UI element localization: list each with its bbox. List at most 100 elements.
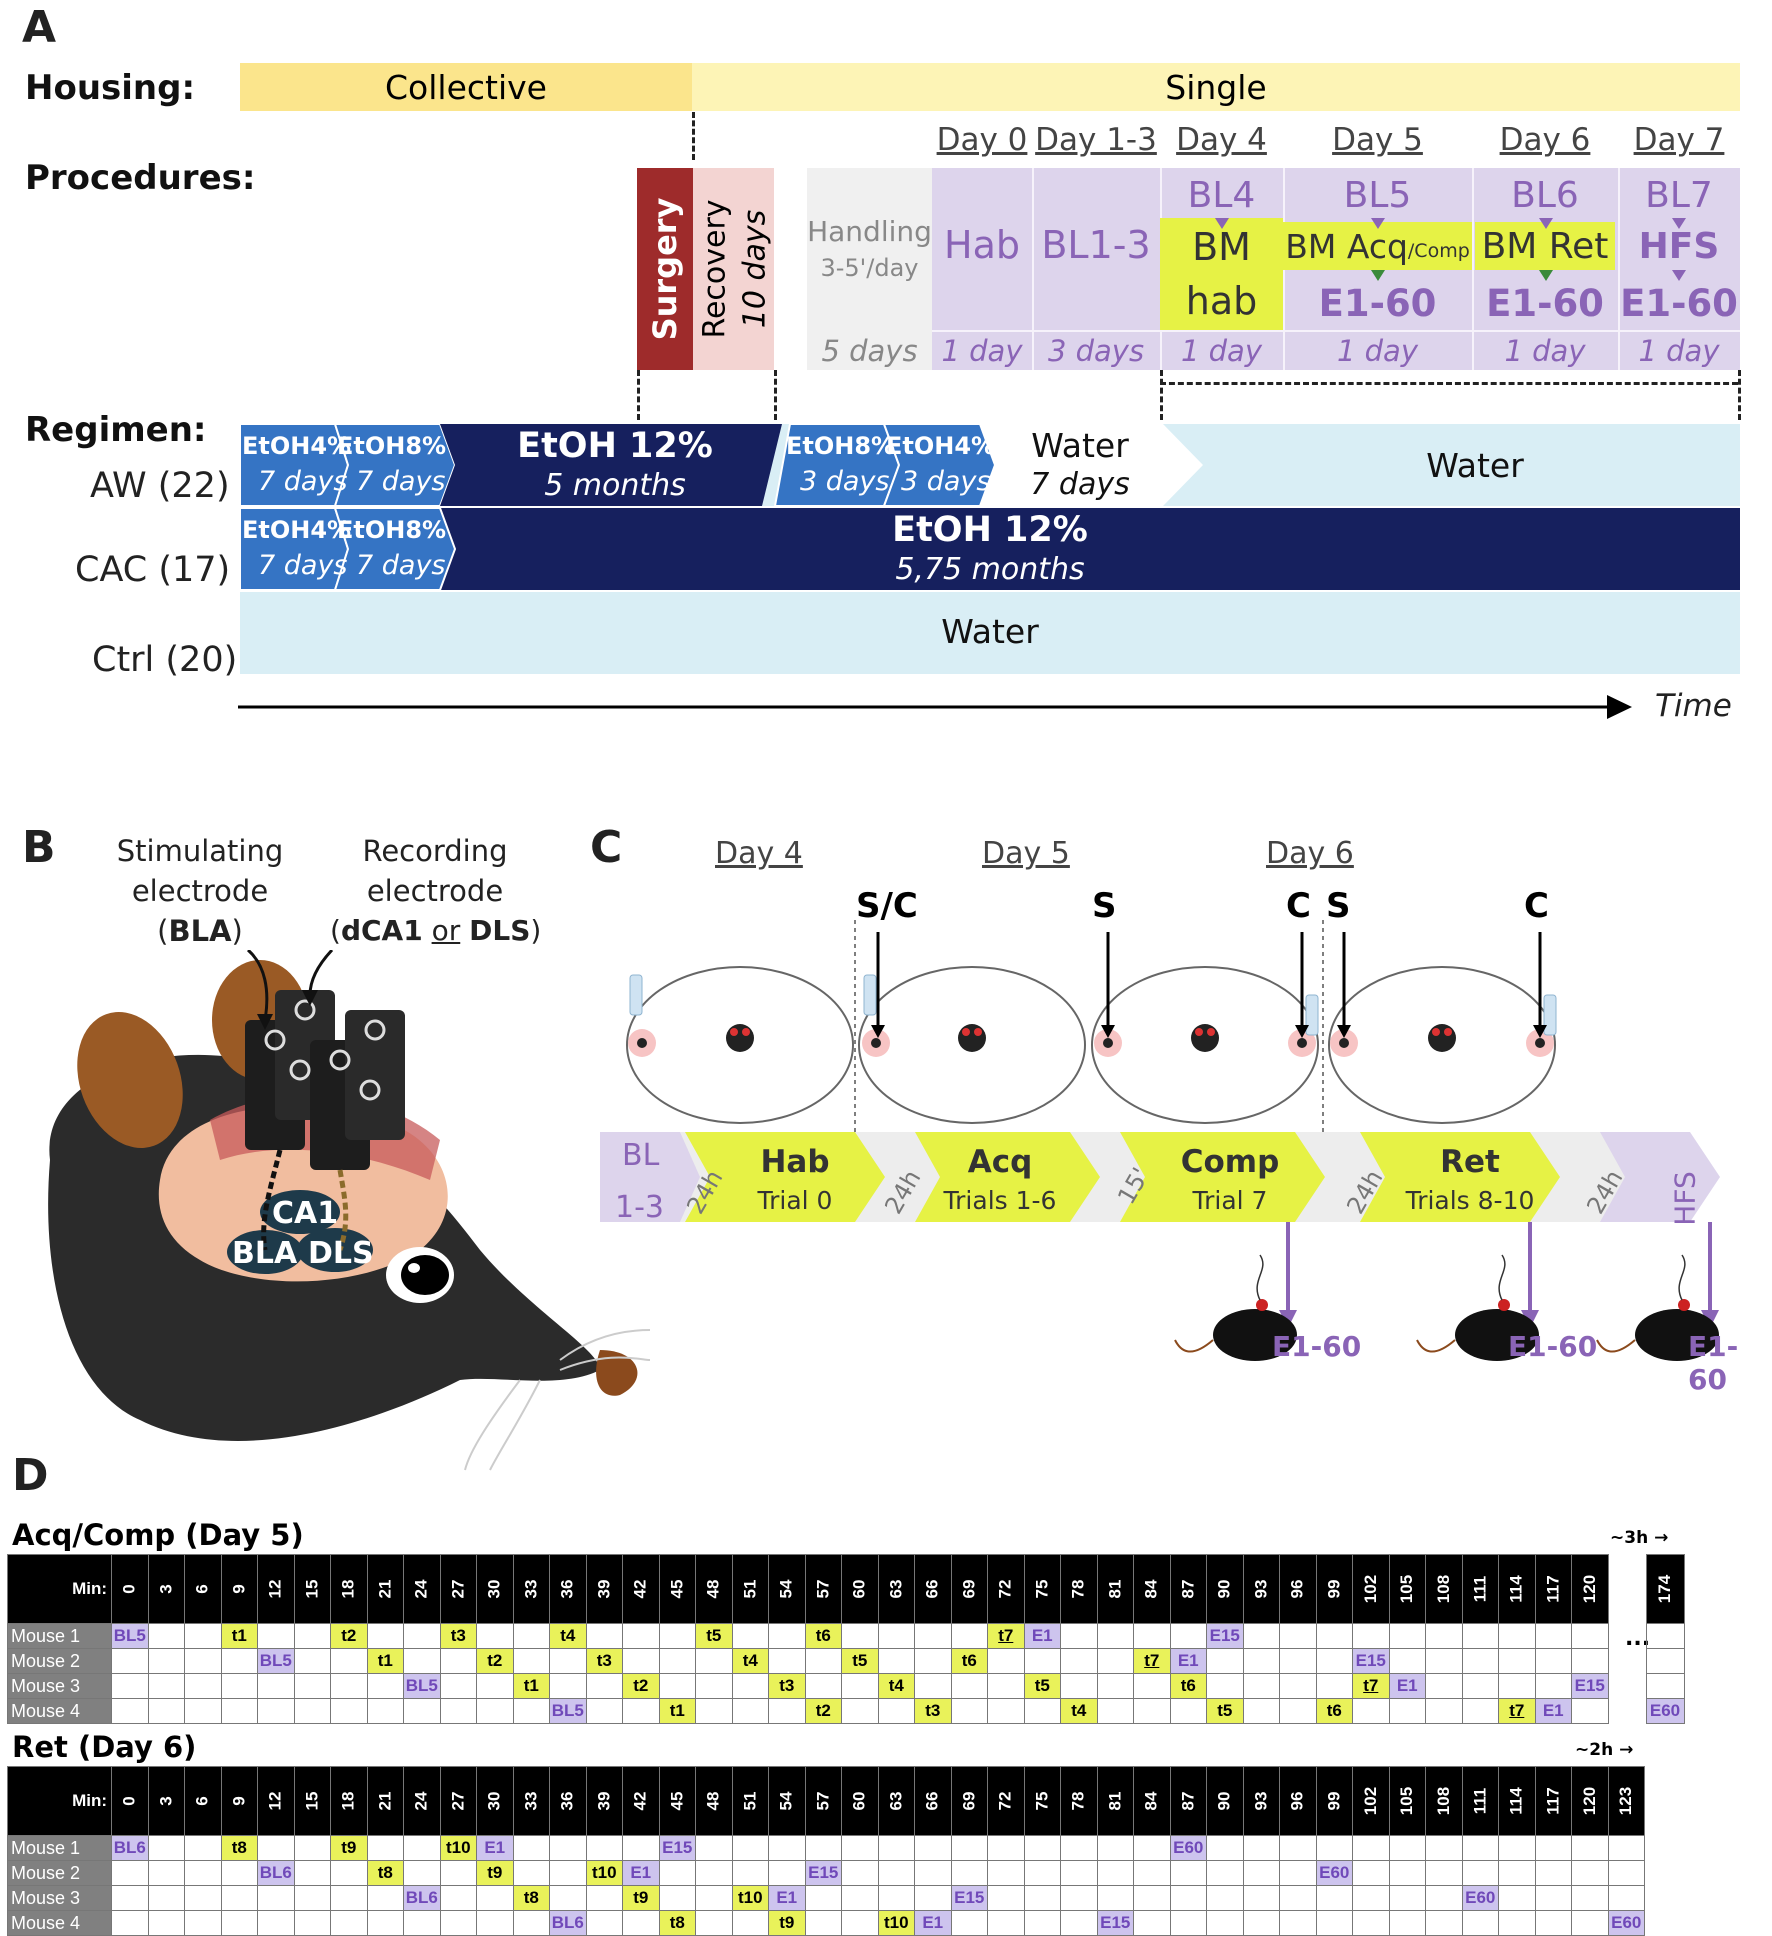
housing-collective-bar: Collective xyxy=(240,63,692,111)
recording-cell: E15 xyxy=(1352,1648,1390,1674)
empty-cell xyxy=(147,1648,185,1674)
empty-cell xyxy=(1206,1910,1244,1936)
minute-header-cell: 96 xyxy=(1279,1554,1317,1624)
housing-single-bar: Single xyxy=(692,63,1740,111)
recording-label-2: electrode xyxy=(366,874,504,908)
empty-cell xyxy=(1315,1648,1353,1674)
empty-cell xyxy=(1096,1673,1134,1699)
empty-cell xyxy=(1206,1860,1244,1886)
empty-cell xyxy=(1133,1698,1171,1724)
proc-e1-60-day6: E1-60 xyxy=(1486,281,1604,325)
empty-cell xyxy=(1242,1835,1280,1861)
empty-cell xyxy=(1315,1885,1353,1911)
trial-cell: t4 xyxy=(549,1623,587,1649)
panel-label-c: C xyxy=(590,822,623,873)
empty-cell xyxy=(585,1623,623,1649)
region-label-ca1: CA1 xyxy=(272,1196,339,1231)
empty-cell xyxy=(731,1623,769,1649)
mouse-label-cell: Mouse 2 xyxy=(7,1860,112,1886)
empty-cell xyxy=(768,1648,806,1674)
trial-cell: t7 xyxy=(1498,1698,1536,1724)
empty-cell xyxy=(695,1860,733,1886)
empty-cell xyxy=(366,1623,404,1649)
empty-cell xyxy=(1425,1885,1463,1911)
trial-cell: t6 xyxy=(804,1623,842,1649)
empty-cell xyxy=(1425,1698,1463,1724)
proc-duration-divider xyxy=(932,330,1740,332)
aw-etoh8-withdrawal-dur: 3 days xyxy=(800,466,890,497)
empty-cell xyxy=(950,1910,988,1936)
empty-cell xyxy=(1388,1835,1426,1861)
empty-cell xyxy=(987,1860,1025,1886)
trial-cell: t2 xyxy=(804,1698,842,1724)
empty-cell xyxy=(1060,1673,1098,1699)
stimulating-label-3: (BLA) xyxy=(157,914,243,948)
empty-cell xyxy=(111,1698,149,1724)
mouse-label-cell: Mouse 4 xyxy=(7,1698,112,1724)
trial-cell: t8 xyxy=(512,1885,550,1911)
empty-cell xyxy=(622,1648,660,1674)
empty-cell xyxy=(1206,1835,1244,1861)
empty-cell xyxy=(1133,1673,1171,1699)
empty-cell xyxy=(768,1860,806,1886)
empty-cell xyxy=(950,1673,988,1699)
empty-cell xyxy=(950,1860,988,1886)
proc-divider-5 xyxy=(1618,168,1620,370)
empty-cell xyxy=(1461,1910,1499,1936)
empty-cell xyxy=(1169,1698,1207,1724)
minute-header-cell: 99 xyxy=(1315,1554,1353,1624)
ret-table-title: Ret (Day 6) xyxy=(12,1730,197,1764)
gap-cell xyxy=(1608,1699,1646,1724)
proc-bm-acq: BM Acq/Comp xyxy=(1285,226,1470,266)
empty-cell xyxy=(841,1673,879,1699)
minute-header-cell: 51 xyxy=(731,1766,769,1836)
proc-hab-day4: hab xyxy=(1185,279,1258,323)
empty-cell xyxy=(1498,1885,1536,1911)
empty-cell xyxy=(731,1910,769,1936)
empty-cell xyxy=(293,1835,331,1861)
empty-cell xyxy=(439,1860,477,1886)
empty-cell xyxy=(184,1835,222,1861)
dashed-line-surgery-top xyxy=(692,112,695,160)
empty-cell xyxy=(1096,1698,1134,1724)
empty-cell xyxy=(1279,1698,1317,1724)
stimulating-label-1: Stimulating xyxy=(116,834,284,868)
empty-cell xyxy=(293,1885,331,1911)
minute-header-cell: 51 xyxy=(731,1554,769,1624)
proc-bl6: BL6 xyxy=(1511,174,1579,216)
proc-hfs: HFS xyxy=(1638,225,1720,267)
empty-cell xyxy=(1534,1623,1572,1649)
empty-cell xyxy=(1461,1860,1499,1886)
trial-cell: t5 xyxy=(841,1648,879,1674)
empty-cell xyxy=(549,1835,587,1861)
minute-header-cell: 9 xyxy=(220,1554,258,1624)
empty-cell xyxy=(731,1835,769,1861)
minute-header-cell: 12 xyxy=(257,1766,295,1836)
minute-header-cell: 54 xyxy=(768,1766,806,1836)
dashed-line-surgery-bottom xyxy=(637,370,640,420)
empty-cell xyxy=(257,1673,295,1699)
maze-1 xyxy=(626,966,854,1124)
empty-cell xyxy=(1425,1835,1463,1861)
cac-etoh12-dur: 5,75 months xyxy=(895,552,1085,587)
empty-cell xyxy=(987,1673,1025,1699)
empty-cell xyxy=(1315,1835,1353,1861)
minute-header-cell: 60 xyxy=(841,1554,879,1624)
c-stage-comp-sub: Trial 7 xyxy=(1192,1186,1268,1215)
minute-header-cell: 42 xyxy=(622,1554,660,1624)
empty-cell xyxy=(1498,1648,1536,1674)
empty-cell xyxy=(1060,1648,1098,1674)
empty-cell xyxy=(439,1698,477,1724)
day-header-6: Day 6 xyxy=(1499,122,1591,158)
trial-cell: t6 xyxy=(1169,1673,1207,1699)
minute-header-cell: 120 xyxy=(1571,1554,1609,1624)
empty-cell xyxy=(184,1910,222,1936)
mouse-label-cell: Mouse 3 xyxy=(7,1673,112,1699)
c-stage-hab: Hab xyxy=(760,1144,830,1180)
trial-cell: t8 xyxy=(366,1860,404,1886)
empty-cell xyxy=(877,1623,915,1649)
empty-cell xyxy=(1279,1860,1317,1886)
recording-cell: E1 xyxy=(1023,1623,1061,1649)
